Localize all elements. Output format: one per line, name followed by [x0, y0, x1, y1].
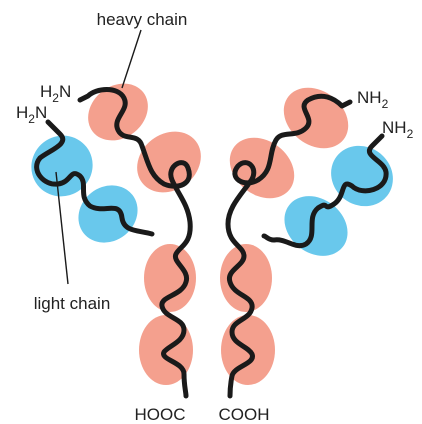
left-light-n-terminus-label: H2N: [16, 103, 47, 126]
left-heavy-domain-2: [125, 119, 213, 205]
heavy-chain-leader: [122, 30, 141, 88]
cooh-label: COOH: [219, 405, 270, 424]
right-heavy-n-terminus-label: NH2: [357, 88, 389, 111]
left-heavy-n-terminus-label: H2N: [40, 82, 71, 105]
hooc-label: HOOC: [135, 405, 186, 424]
left-heavy-domain-1: [77, 72, 159, 152]
right-heavy-domain-1: [272, 75, 360, 161]
heavy-chain-label: heavy chain: [97, 10, 188, 29]
right-light-n-terminus-label: NH2: [382, 118, 414, 141]
right-heavy-domain-2: [218, 125, 306, 211]
light-chain-label: light chain: [34, 294, 111, 313]
